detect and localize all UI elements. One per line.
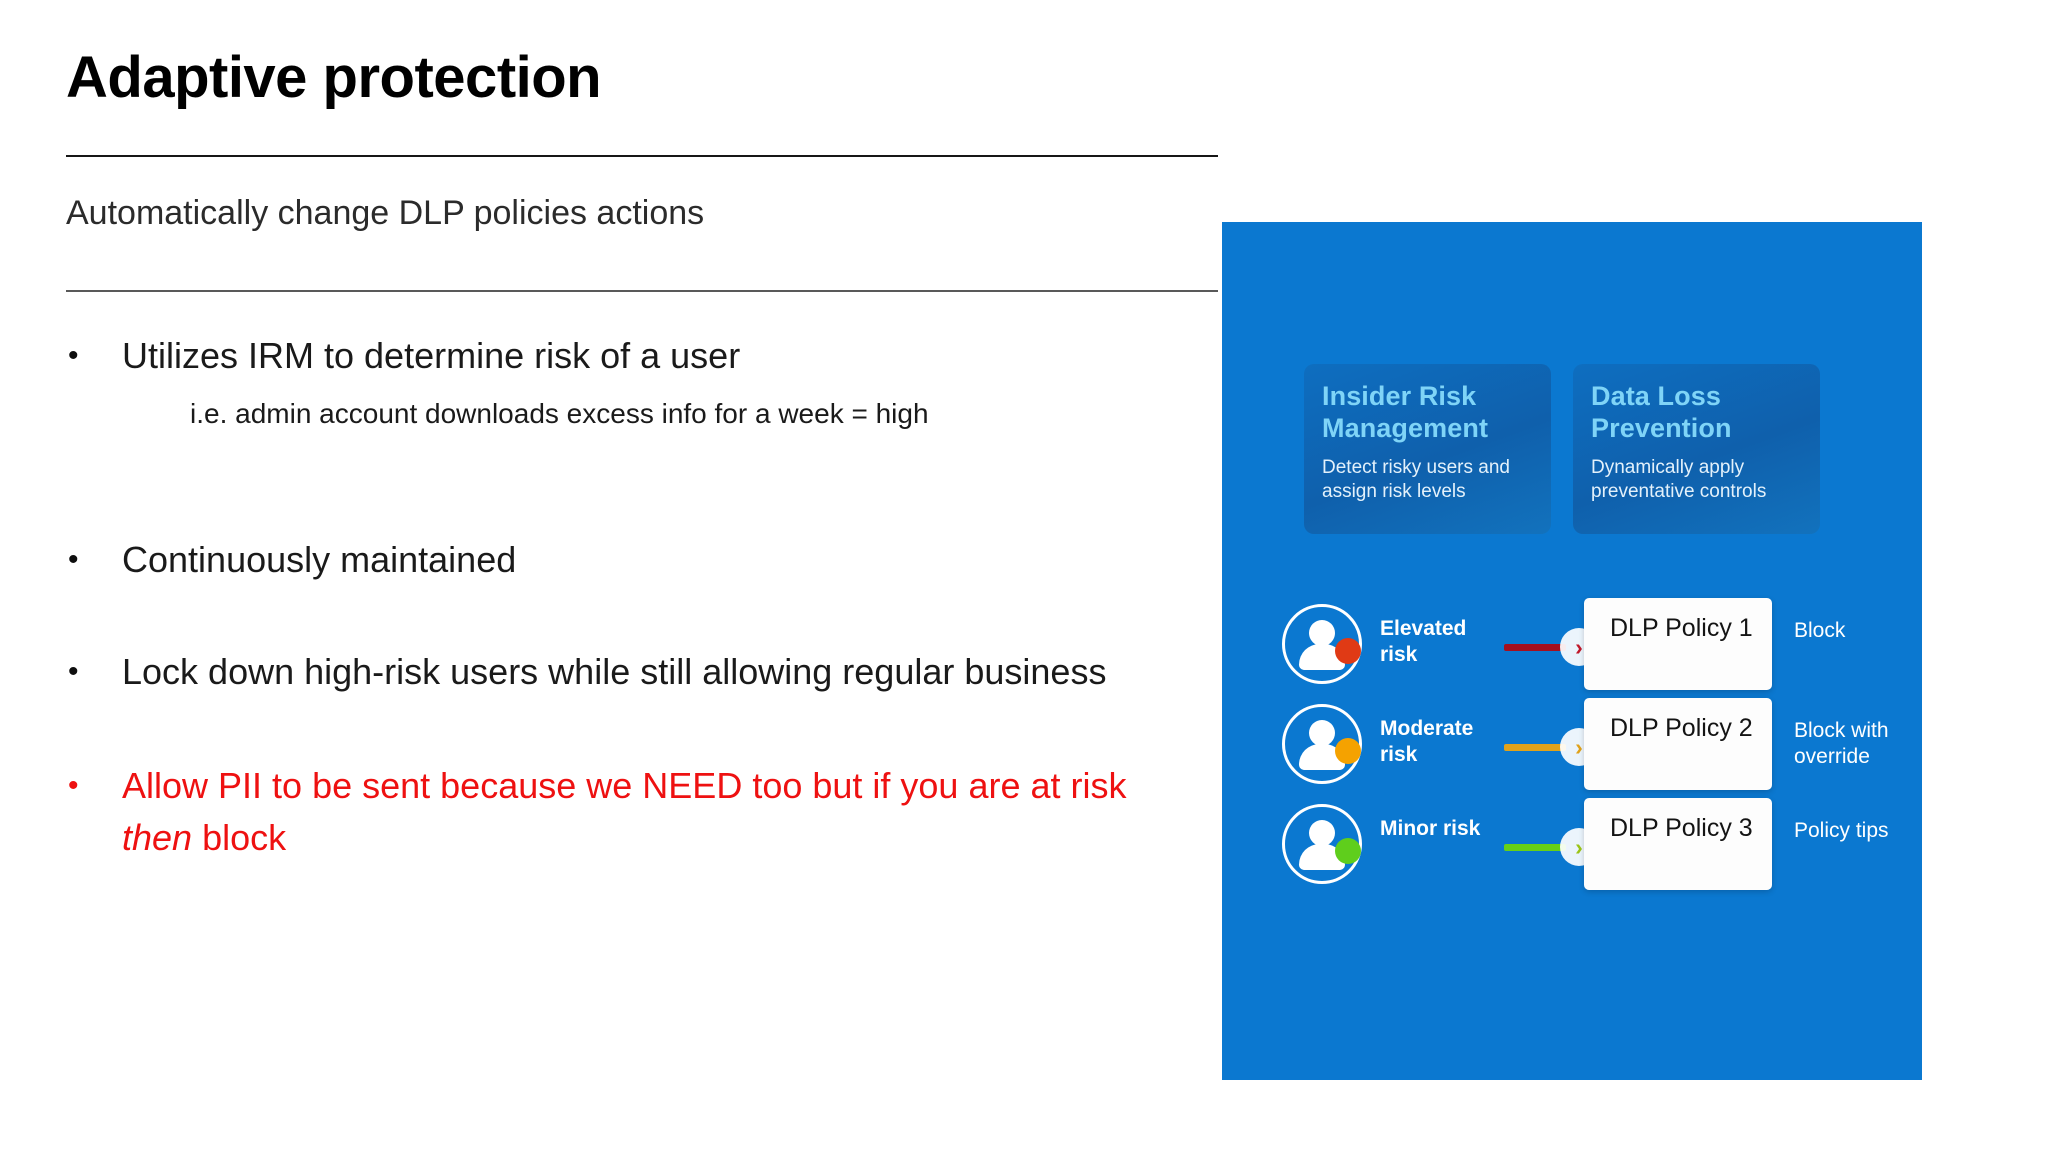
card-title: Insider Risk Management [1322, 381, 1489, 443]
bullet-text-segment-1: Allow PII to be sent because we NEED too… [122, 765, 1127, 806]
bullet-marker: • [68, 339, 79, 372]
connector-line [1504, 644, 1566, 651]
user-avatar-icon [1282, 604, 1362, 684]
list-item: • Lock down high-risk users while still … [60, 646, 1190, 698]
risk-row-moderate: Moderate risk › DLP Policy 2 Block with … [1282, 698, 1902, 796]
risk-policy-rows: Elevated risk › DLP Policy 1 Block Moder… [1282, 598, 1902, 896]
risk-status-dot-icon [1335, 638, 1361, 664]
list-item-highlighted: • Allow PII to be sent because we NEED t… [60, 760, 1190, 864]
bullet-marker: • [68, 769, 79, 802]
bullet-text-segment-2: block [192, 817, 287, 858]
list-item: • Continuously maintained [60, 534, 1190, 586]
risk-row-elevated: Elevated risk › DLP Policy 1 Block [1282, 598, 1902, 696]
risk-level-label: Minor risk [1380, 817, 1481, 840]
bullet-marker: • [68, 655, 79, 688]
card-insider-risk-management: Insider Risk Management Detect risky use… [1304, 364, 1551, 534]
connector-line [1504, 844, 1566, 851]
list-item: • Utilizes IRM to determine risk of a us… [60, 330, 1190, 382]
bullet-list: • Utilizes IRM to determine risk of a us… [60, 330, 1190, 864]
risk-level-label: Elevated risk [1380, 617, 1467, 666]
risk-row-minor: Minor risk › DLP Policy 3 Policy tips [1282, 798, 1902, 896]
capability-cards: Insider Risk Management Detect risky use… [1304, 364, 1820, 534]
card-description: Detect risky users and assign risk level… [1322, 457, 1510, 502]
subtitle: Automatically change DLP policies action… [66, 194, 705, 232]
bullet-text: Lock down high-risk users while still al… [122, 651, 1107, 692]
bullet-text: Continuously maintained [122, 539, 517, 580]
policy-box: DLP Policy 3 [1584, 798, 1772, 890]
policy-box: DLP Policy 2 [1584, 698, 1772, 790]
subtitle-divider [66, 290, 1218, 292]
connector-line [1504, 744, 1566, 751]
avatar-head [1309, 620, 1335, 646]
bullet-text: Utilizes IRM to determine risk of a user [122, 335, 741, 376]
page-title: Adaptive protection [66, 45, 602, 110]
avatar-head [1309, 820, 1335, 846]
bullet-text-highlighted: Allow PII to be sent because we NEED too… [122, 760, 1142, 864]
user-avatar-icon [1282, 704, 1362, 784]
risk-status-dot-icon [1335, 738, 1361, 764]
bullet-marker: • [68, 543, 79, 576]
risk-level-label: Moderate risk [1380, 717, 1474, 766]
policy-action-label: Policy tips [1794, 819, 1889, 842]
diagram-image: Insider Risk Management Detect risky use… [1222, 222, 1922, 1080]
policy-box: DLP Policy 1 [1584, 598, 1772, 690]
avatar-head [1309, 720, 1335, 746]
card-description: Dynamically apply preventative controls [1591, 457, 1767, 502]
policy-action-label: Block [1794, 619, 1846, 642]
bullet-subtext: i.e. admin account downloads excess info… [190, 398, 929, 429]
card-data-loss-prevention: Data Loss Prevention Dynamically apply p… [1573, 364, 1820, 534]
card-title: Data Loss Prevention [1591, 381, 1732, 443]
bullet-text-emphasis: then [122, 817, 193, 858]
policy-action-label: Block with override [1794, 719, 1889, 768]
title-divider [66, 155, 1218, 157]
risk-status-dot-icon [1335, 838, 1361, 864]
user-avatar-icon [1282, 804, 1362, 884]
